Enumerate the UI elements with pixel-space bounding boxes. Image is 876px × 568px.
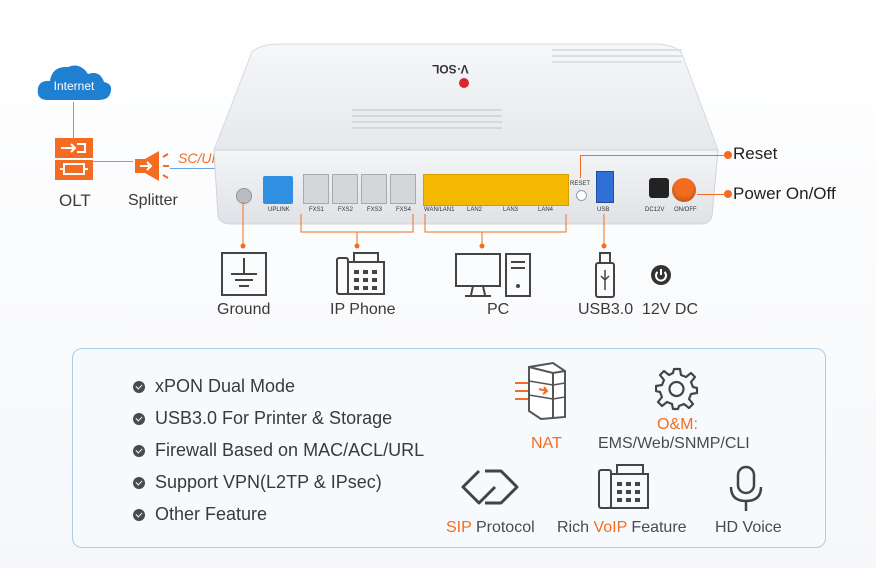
power-symbol-icon — [651, 265, 671, 290]
feature-text: USB3.0 For Printer & Storage — [155, 408, 393, 428]
nat-label: NAT — [531, 435, 562, 452]
fxs-label-1: FXS1 — [309, 207, 325, 213]
internet-link-line — [73, 102, 74, 138]
splitter-label: Splitter — [128, 192, 178, 209]
ip-phone-label: IP Phone — [330, 301, 396, 318]
ground-screw — [236, 188, 252, 204]
fxs-port-1 — [303, 174, 329, 204]
om-subtitle: EMS/Web/SNMP/CLI — [598, 435, 750, 452]
fxs-port-3 — [361, 174, 387, 204]
fxs-label-4: FXS4 — [396, 207, 412, 213]
sip-highlight: SIP — [446, 519, 472, 536]
check-icon — [133, 476, 145, 489]
desk-phone-icon — [598, 464, 650, 515]
voip-prefix: Rich — [557, 519, 594, 536]
ground-icon — [221, 252, 267, 301]
hd-voice-label: HD Voice — [715, 519, 782, 536]
check-icon — [133, 380, 145, 393]
dc-port-label: DC12V — [645, 207, 665, 213]
feature-text: xPON Dual Mode — [155, 376, 296, 396]
ground-label: Ground — [217, 301, 271, 318]
voip-highlight: VoIP — [593, 519, 627, 536]
reset-callout-line — [580, 155, 729, 178]
voip-suffix: Feature — [626, 519, 687, 536]
cloud-icon — [37, 65, 112, 100]
power-button — [672, 178, 696, 202]
check-icon — [133, 508, 145, 521]
uplink-port — [263, 176, 293, 204]
internet-label: Internet — [53, 79, 95, 93]
splitter-device — [133, 149, 169, 183]
feature-text: Firewall Based on MAC/ACL/URL — [155, 440, 425, 460]
dc-jack — [649, 178, 669, 198]
fxs-port-2 — [332, 174, 358, 204]
uplink-port-label: UPLINK — [268, 207, 290, 213]
reset-callout-dot — [724, 151, 732, 159]
power-callout: Power On/Off — [733, 184, 836, 203]
usb-port-label: USB — [597, 207, 610, 213]
sip-rest: Protocol — [471, 519, 535, 536]
microphone-icon — [728, 465, 764, 518]
lan-label-1: WAN/LAN1 — [424, 207, 455, 213]
reset-port-label: RESET — [570, 181, 591, 187]
connection-lines — [240, 202, 607, 249]
om-title: O&M: — [657, 416, 698, 433]
power-port-label: ON/OFF — [674, 207, 697, 213]
feature-item-1: xPON Dual Mode — [133, 376, 295, 397]
olt-splitter-line — [93, 161, 133, 162]
usb-port — [596, 171, 614, 203]
firewall-icon — [513, 361, 569, 426]
lan-port-group — [423, 174, 569, 206]
reset-button — [576, 190, 587, 201]
check-icon — [133, 412, 145, 425]
fxs-port-4 — [390, 174, 416, 204]
pc-icon — [455, 253, 533, 304]
feature-item-3: Firewall Based on MAC/ACL/URL — [133, 440, 424, 461]
reset-callout: Reset — [733, 144, 778, 163]
splitter-icon — [135, 151, 169, 181]
fxs-label-3: FXS3 — [367, 207, 383, 213]
features-panel: xPON Dual Mode USB3.0 For Printer & Stor… — [72, 348, 826, 548]
phone-icon — [336, 252, 386, 301]
feature-item-4: Support VPN(L2TP & IPsec) — [133, 472, 382, 493]
usb-label: USB3.0 — [578, 301, 634, 318]
power-callout-line — [697, 194, 727, 195]
lan-label-3: LAN3 — [503, 207, 519, 213]
lan-label-4: LAN4 — [538, 207, 554, 213]
olt-device — [55, 138, 93, 180]
lan-label-2: LAN2 — [467, 207, 483, 213]
feature-text: Support VPN(L2TP & IPsec) — [155, 472, 382, 492]
fxs-label-2: FXS2 — [338, 207, 354, 213]
olt-label: OLT — [59, 191, 91, 210]
sip-icon — [459, 467, 521, 512]
feature-item-5: Other Feature — [133, 504, 267, 525]
check-icon — [133, 444, 145, 457]
feature-item-2: USB3.0 For Printer & Storage — [133, 408, 392, 429]
pc-label: PC — [487, 301, 510, 318]
dc-label: 12V DC — [642, 301, 699, 318]
gear-icon — [654, 367, 699, 416]
internet-cloud: Internet — [34, 60, 114, 104]
sip-label: SIP Protocol — [446, 519, 535, 537]
voip-label: Rich VoIP Feature — [557, 519, 687, 537]
feature-text: Other Feature — [155, 504, 268, 524]
power-callout-dot — [724, 190, 732, 198]
olt-icon — [55, 138, 93, 180]
usb-icon — [594, 252, 616, 303]
